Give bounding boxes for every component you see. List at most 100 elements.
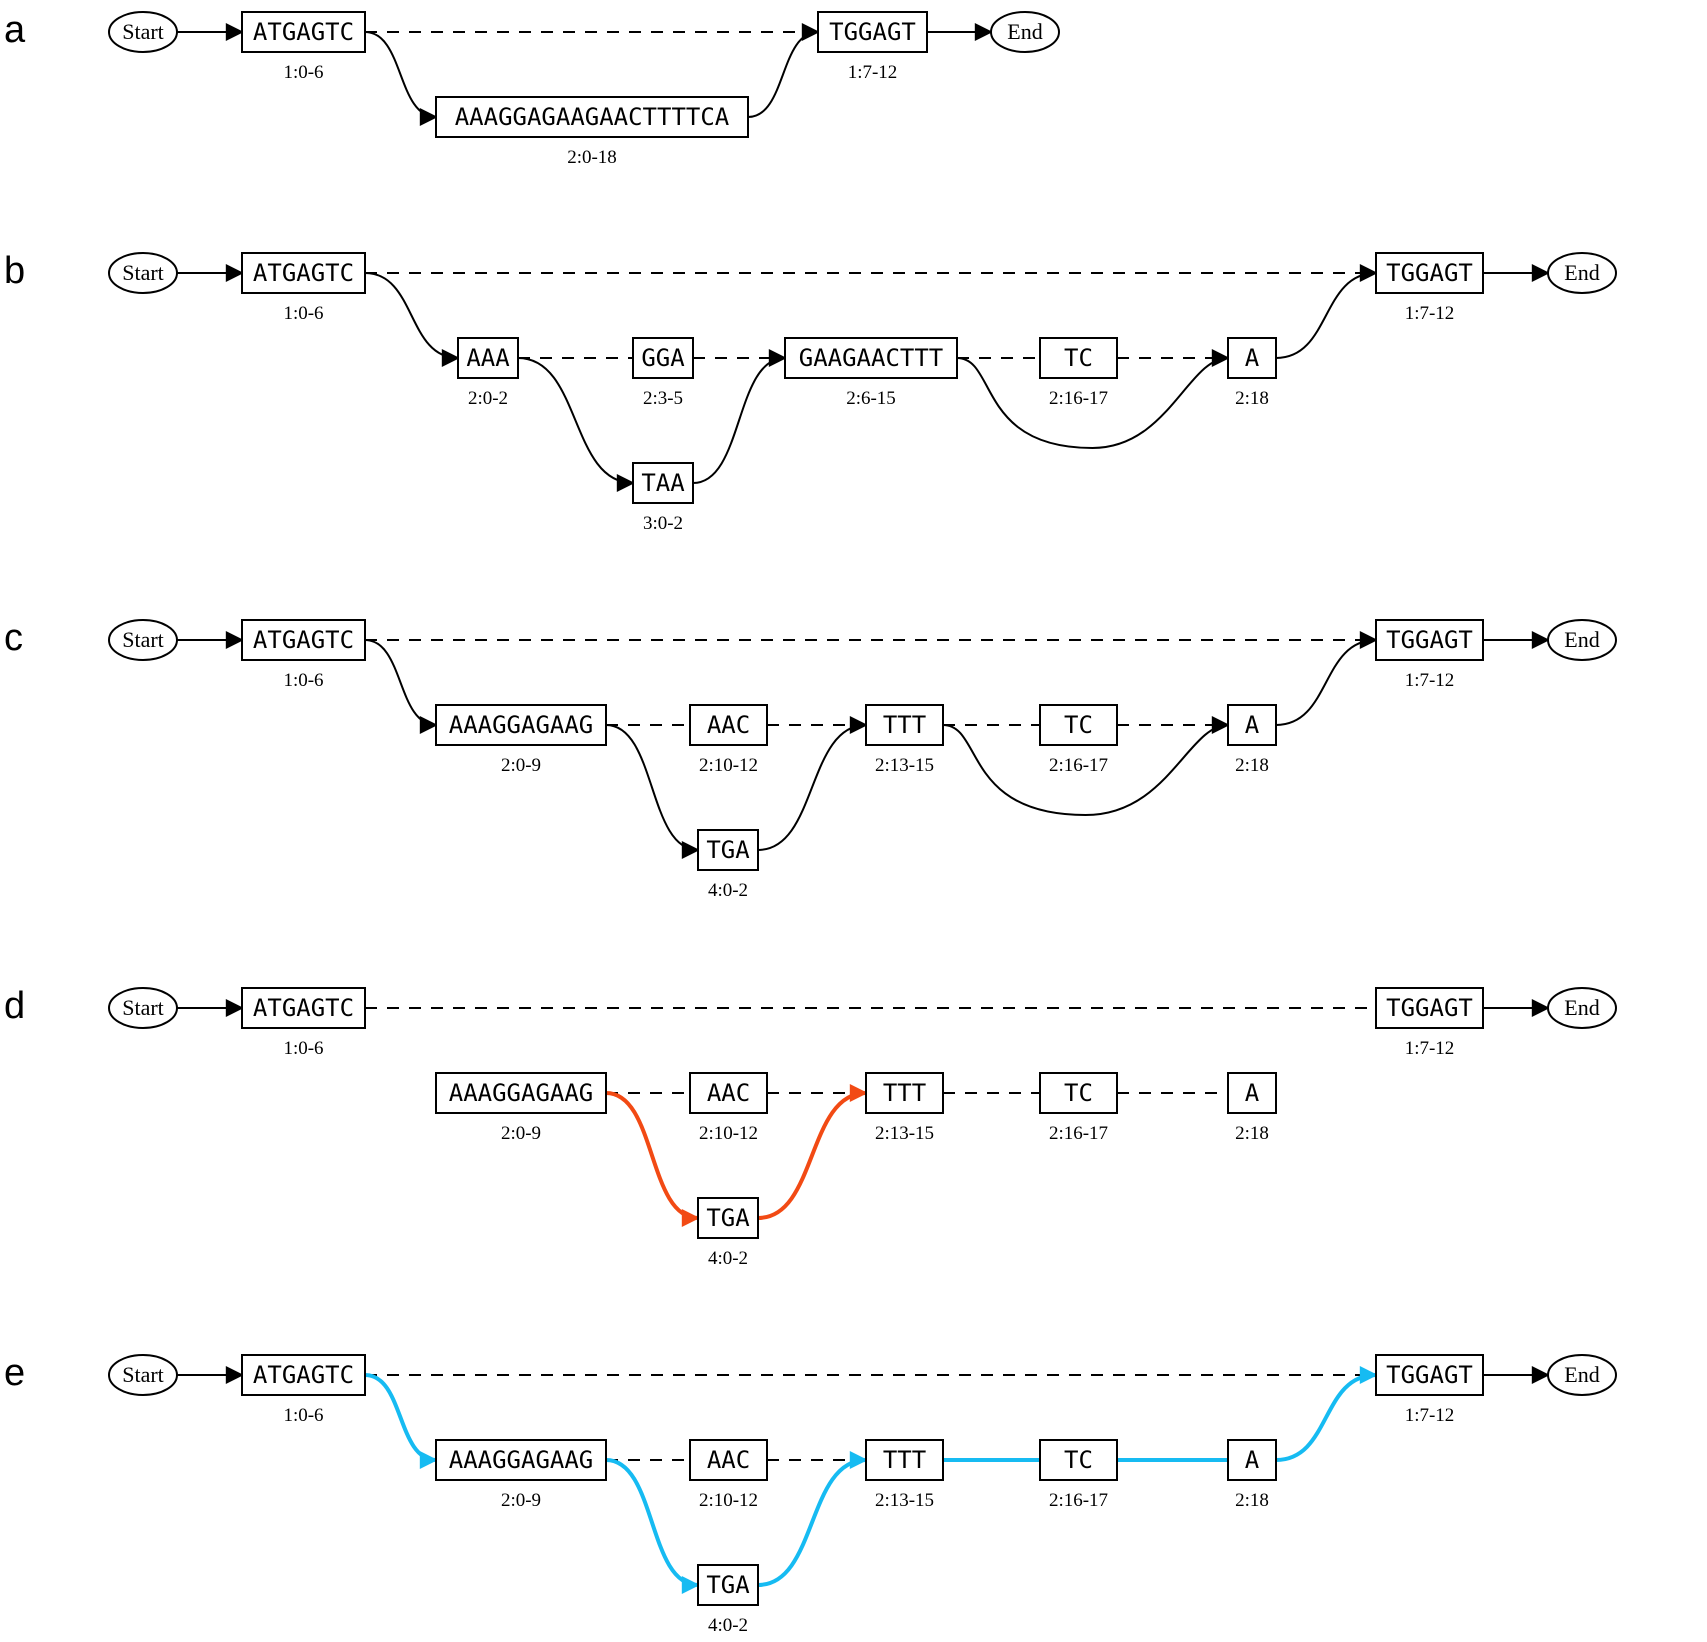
sequence-node-box (241, 619, 366, 661)
sequence-node-box (1227, 337, 1277, 379)
sequence-node-box (697, 1197, 759, 1239)
coordinate-label: 2:0-9 (501, 1490, 541, 1511)
detour-edge (942, 716, 1230, 817)
start-node: Start (108, 619, 178, 661)
sequence-node-box (241, 252, 366, 294)
start-node-label: Start (122, 19, 164, 44)
sequence-node-box (689, 1439, 768, 1481)
sequence-label: A (1245, 344, 1260, 372)
sequence-label: AAAGGAGAAG (449, 1446, 594, 1474)
start-node-outline (108, 619, 178, 661)
sequence-node-box (1227, 1072, 1277, 1114)
coordinate-label: 1:0-6 (283, 1038, 323, 1059)
solid-edge (747, 23, 820, 118)
coordinate-label: 2:3-5 (643, 388, 683, 409)
sequence-node: TC2:16-17 (1039, 1072, 1118, 1144)
sequence-node: TTT 2:13-15 (865, 1072, 944, 1144)
sequence-node: TGGAGT 1:7-12 (1375, 252, 1484, 324)
panel-letter-d: d (4, 985, 25, 1027)
start-node-label: Start (122, 627, 164, 652)
coordinate-label: 2:18 (1235, 1123, 1269, 1144)
coordinate-label: 1:0-6 (283, 670, 323, 691)
end-node-label: End (1564, 627, 1599, 652)
start-node-outline (108, 1354, 178, 1396)
coordinate-label: 1:7-12 (1405, 670, 1455, 691)
solid-edge (757, 716, 868, 851)
sequence-node-box (689, 704, 768, 746)
sequence-label: TGGAGT (1386, 259, 1473, 287)
sequence-node-box (435, 96, 749, 138)
coordinate-label: 4:0-2 (708, 1615, 748, 1636)
coordinate-label: 2:18 (1235, 388, 1269, 409)
coordinate-label: 2:13-15 (875, 1123, 934, 1144)
start-node: Start (108, 11, 178, 53)
coordinate-label: 2:16-17 (1049, 1123, 1108, 1144)
coordinate-label: 2:10-12 (699, 1490, 758, 1511)
solid-edge (1275, 631, 1378, 726)
solid-edge (692, 349, 787, 484)
sequence-node: ATGAGTC 1:0-6 (241, 619, 366, 691)
sequence-node-box (435, 704, 607, 746)
sequence-node: TGA 4:0-2 (697, 1197, 759, 1269)
panel-letter-a: a (4, 9, 26, 51)
sequence-node-box (1039, 1439, 1118, 1481)
sequence-label: TC (1064, 344, 1093, 372)
sequence-label: TTT (883, 1079, 926, 1107)
sequence-label: TTT (883, 711, 926, 739)
sequence-node-box (1227, 704, 1277, 746)
sequence-label: ATGAGTC (253, 626, 354, 654)
solid-edge (364, 31, 438, 126)
coordinate-label: 4:0-2 (708, 1248, 748, 1269)
sequence-node-box (1039, 1072, 1118, 1114)
sequence-node-box (1375, 619, 1484, 661)
sequence-node-box (697, 1564, 759, 1606)
sequence-label: TTT (883, 1446, 926, 1474)
sequence-node: ATGAGTC 1:0-6 (241, 1354, 366, 1426)
sequence-label: AAC (707, 1079, 750, 1107)
sequence-node-box (1375, 1354, 1484, 1396)
sequence-label: ATGAGTC (253, 18, 354, 46)
sequence-node: AAC 2:10-12 (689, 1439, 768, 1511)
solid-edge (364, 639, 438, 734)
sequence-node-box (1375, 252, 1484, 294)
sequence-label: TGA (706, 1204, 750, 1232)
sequence-node-box (1039, 337, 1118, 379)
coordinate-label: 2:10-12 (699, 755, 758, 776)
coordinate-label: 2:0-9 (501, 1123, 541, 1144)
sequence-node: TC2:16-17 (1039, 704, 1118, 776)
coordinate-label: 2:18 (1235, 1490, 1269, 1511)
end-node: End (1547, 987, 1617, 1029)
start-node-outline (108, 987, 178, 1029)
sequence-label: ATGAGTC (253, 994, 354, 1022)
coordinate-label: 2:18 (1235, 755, 1269, 776)
sequence-node-box (241, 1354, 366, 1396)
highlighted-edge-blue (364, 1373, 438, 1469)
sequence-label: TGGAGT (1386, 994, 1473, 1022)
sequence-node-box (865, 1439, 944, 1481)
sequence-node-box (1375, 987, 1484, 1029)
highlighted-edge-blue (757, 1451, 868, 1587)
sequence-node-box (457, 337, 519, 379)
sequence-label: AAC (707, 1446, 750, 1474)
sequence-label: ATGAGTC (253, 1361, 354, 1389)
panel-letter-e: e (4, 1352, 25, 1394)
coordinate-label: 2:13-15 (875, 1490, 934, 1511)
sequence-node-box (241, 11, 366, 53)
panel-letter-b: b (4, 250, 25, 292)
coordinate-label: 1:7-12 (1405, 1405, 1455, 1426)
coordinate-label: 1:7-12 (1405, 303, 1455, 324)
coordinate-label: 1:0-6 (283, 1405, 323, 1426)
